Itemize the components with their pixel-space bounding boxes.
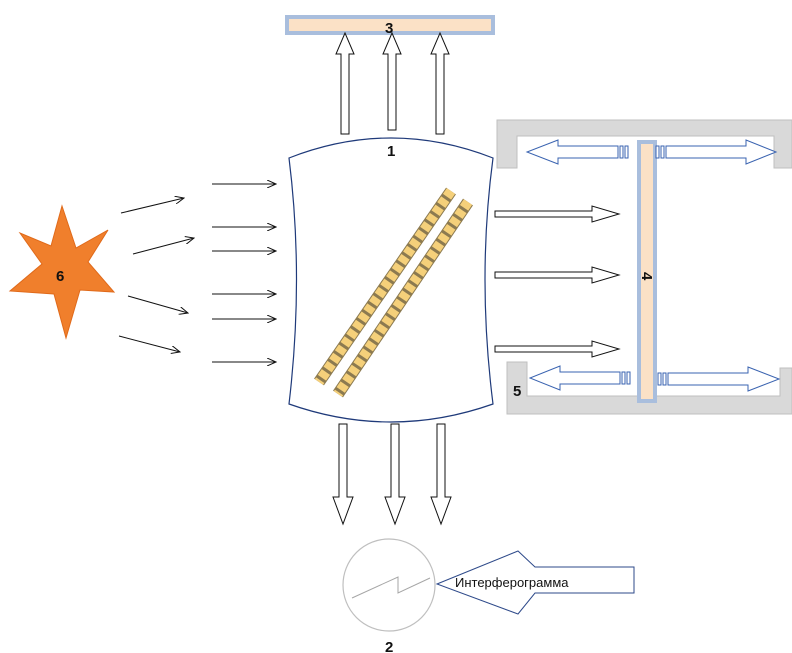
rays-to-detector xyxy=(332,423,452,526)
source-label: 6 xyxy=(56,268,64,285)
mirror-motion-arrows xyxy=(525,139,781,392)
rays-to-fixed-mirror xyxy=(335,31,450,135)
interferogram-sketch xyxy=(351,576,431,599)
interferogram-arrow xyxy=(435,550,635,615)
source-star-icon xyxy=(8,204,116,340)
moving-mirror-label: 4 xyxy=(638,272,655,281)
mirror-guide-bottom xyxy=(506,361,792,415)
beamsplitter-plate-front xyxy=(314,187,456,386)
detector xyxy=(342,538,436,632)
source-diverging-rays xyxy=(118,198,194,352)
fixed-mirror xyxy=(285,15,495,35)
mirror-guide-top xyxy=(496,119,792,169)
collimated-rays xyxy=(212,184,276,362)
fixed-mirror-label: 3 xyxy=(385,20,393,37)
beamsplitter-plate-back xyxy=(333,198,473,398)
moving-mirror xyxy=(637,140,657,403)
rays-to-moving-mirror xyxy=(494,205,621,358)
detector-label: 2 xyxy=(385,639,393,653)
beamsplitter-label: 1 xyxy=(387,143,395,160)
mirror-guide-label: 5 xyxy=(513,383,521,400)
interferogram-label: Интерферограмма xyxy=(455,575,569,590)
